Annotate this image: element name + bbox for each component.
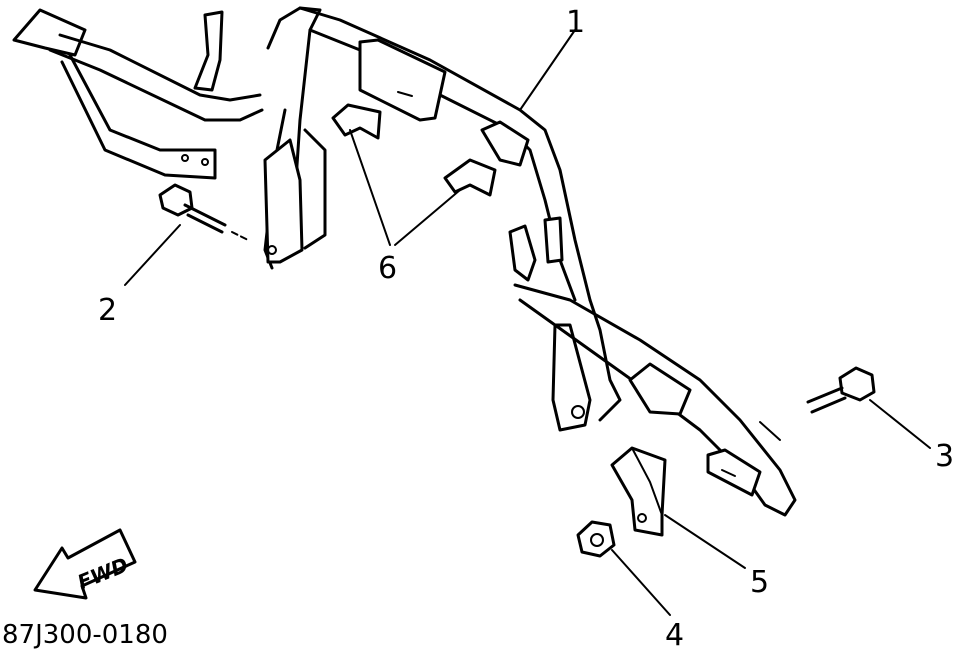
bracket-clip bbox=[610, 446, 667, 537]
bolt-left bbox=[158, 183, 249, 241]
callout-1: 1 bbox=[566, 5, 585, 40]
main-frame-bar bbox=[12, 6, 797, 517]
clamp-pair bbox=[331, 103, 497, 197]
callout-4: 4 bbox=[665, 618, 684, 650]
callout-6: 6 bbox=[378, 251, 397, 286]
part-code: 87J300-0180 bbox=[2, 620, 168, 650]
nut bbox=[576, 520, 616, 558]
callout-3: 3 bbox=[935, 439, 954, 474]
callout-5: 5 bbox=[750, 565, 769, 600]
callout-2: 2 bbox=[98, 293, 117, 328]
forward-direction-arrow: FWD bbox=[33, 528, 137, 600]
leader-lines bbox=[124, 29, 931, 616]
bolt-right bbox=[806, 366, 876, 414]
